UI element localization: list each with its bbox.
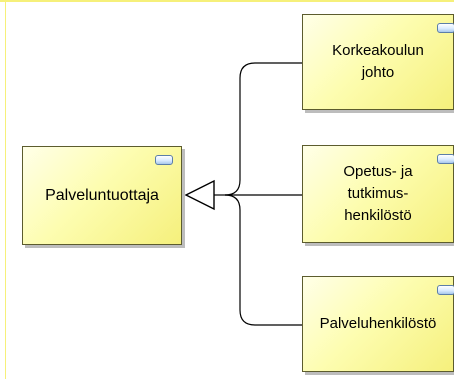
node-opetus-ja-tutkimushenkilosto[interactable]: Opetus- ja tutkimus- henkilöstö [302,145,454,243]
business-role-icon [155,155,173,165]
node-palveluntuottaja[interactable]: Palveluntuottaja [22,146,182,245]
node-label: Palveluhenkilöstö [319,315,437,332]
specialization-arrowhead-icon [184,179,215,211]
node-label: Korkeakoulun johto [332,42,424,81]
node-palveluhenkilosto[interactable]: Palveluhenkilöstö [302,276,454,372]
node-korkeakoulun-johto[interactable]: Korkeakoulun johto [302,14,454,110]
node-label: Palveluntuottaja [45,186,159,204]
business-role-icon [437,154,454,164]
canvas-frame-left [5,2,6,379]
connector-to-korkeakoulun-johto[interactable] [224,62,302,196]
business-role-icon [437,23,454,33]
canvas-frame-top [0,0,454,2]
node-label: Opetus- ja tutkimus- henkilöstö [343,163,413,224]
business-role-icon [437,285,454,295]
connector-to-palveluhenkilosto[interactable] [224,194,302,326]
